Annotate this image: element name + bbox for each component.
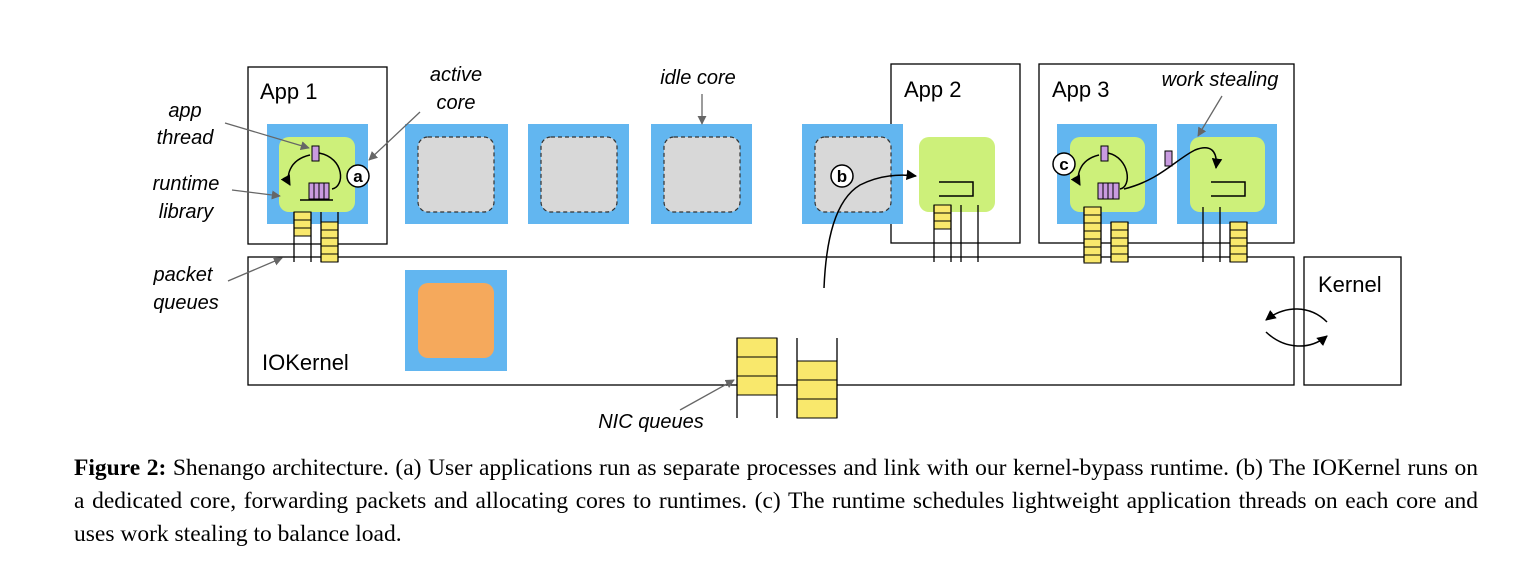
runtime-library-annotation-line1: runtime [153,173,220,195]
app2-runtime [919,137,995,212]
idle-core-3 [651,124,752,224]
nic-queues-pointer [679,379,735,411]
svg-text:c: c [1059,155,1068,174]
core-allocation-arrow [823,169,918,289]
app2-queue-head [939,181,974,197]
app1-tx-queue [320,212,339,263]
app1-label: App 1 [260,79,318,104]
app1-rx-queue [293,211,312,262]
packet-queues-annotation-line2: queues [153,292,219,314]
nic-tx-queue [796,338,838,419]
marker-c: c [1052,152,1076,176]
kernel-exchange-arrows [1265,308,1328,347]
work-stealing-annotation: work stealing [1162,69,1279,91]
app1-thread [280,145,342,201]
active-core-pointer [368,111,421,161]
svg-text:a: a [353,167,363,186]
app2-label: App 2 [904,77,962,102]
work-stealing-pointer [1197,95,1223,137]
iokernel-label: IOKernel [262,350,349,375]
app3-rx-queue-2 [1202,207,1221,262]
caption-text: Shenango architecture. (a) User applicat… [74,455,1479,547]
marker-a: a [346,164,370,188]
app-thread-annotation-line1: app [168,100,201,122]
active-core-annotation-line1: active [430,64,482,86]
app-thread-annotation-line2: thread [157,127,215,149]
svg-text:b: b [837,167,847,186]
packet-queues-annotation-line1: packet [153,264,214,286]
app3-core-2 [1177,124,1277,224]
kernel-label: Kernel [1318,272,1382,297]
active-core-annotation-line2: core [437,92,476,114]
work-stealing-arrow [1123,147,1223,190]
app2-tx-queue [960,205,979,262]
app3-tx-queue-2 [1229,221,1248,263]
nic-rx-queue [736,337,778,418]
app2-rx-queue [933,204,952,262]
nic-queues [736,337,838,419]
marker-b: b [830,164,854,188]
nic-queues-annotation: NIC queues [598,411,704,433]
packet-queues-pointer [227,257,283,282]
figure-label: Figure 2: [74,455,167,481]
app3-tx-queue-1 [1110,221,1129,263]
idle-core-1 [405,124,508,224]
app3-core-1 [1057,124,1157,224]
figure-caption: Figure 2: Shenango architecture. (a) Use… [74,452,1478,551]
app3-thread [1070,145,1246,200]
idle-core-2 [528,124,629,224]
app3-rx-queue-1 [1083,206,1102,264]
app-thread-pointer [224,122,310,151]
packet-queues [293,204,1248,264]
idle-core-annotation: idle core [660,67,736,89]
kernel-box [1303,256,1402,386]
runtime-library-pointer [231,189,281,200]
runtime-library-annotation-line2: library [159,201,214,223]
app3-label: App 3 [1052,77,1110,102]
iokernel-core [405,270,507,371]
architecture-diagram: App 1 App 2 App 3 IOKernel Kernel [153,63,1402,433]
